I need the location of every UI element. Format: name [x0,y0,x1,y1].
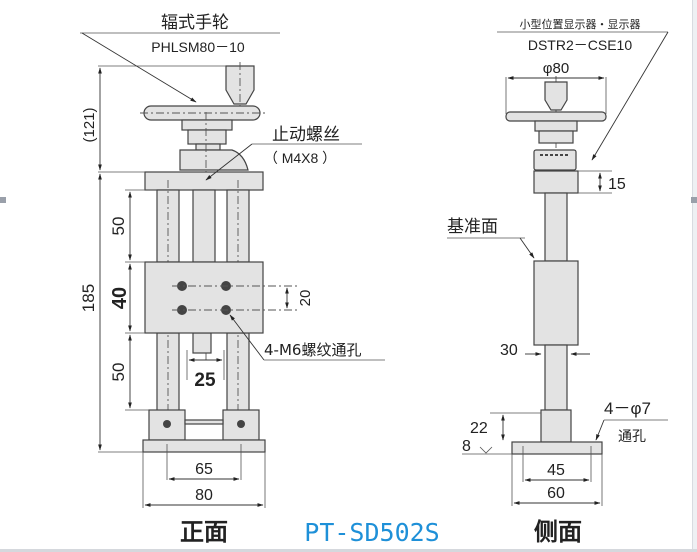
handwheel-label: 辐式手轮 [161,13,229,33]
reference-label: 基准面 [447,217,498,237]
dim-hole-pitch: 20 [297,290,314,307]
side-base-block [540,409,572,443]
front-view: (121) 185 50 40 50 20 25 65 80 [79,13,385,546]
mount-hole-count: 4－φ7 [604,399,651,418]
dim-column-width: 30 [500,342,518,359]
front-view-title: 正面 [180,518,228,546]
dim-upper-travel: 50 [109,217,128,236]
side-slide-block [533,260,579,346]
support-rod [184,419,224,425]
dim-base-hole-pitch: 65 [195,461,213,478]
wheel-hub-lower [187,129,227,145]
right-edge-handle [691,197,697,203]
handwheel-model: PHLSM80－10 [151,39,245,55]
indicator-model: DSTR2－CSE10 [528,37,632,53]
mount-holes [172,281,300,315]
bearing-housing [179,149,249,171]
hole-label: 4-M6螺纹通孔 [264,341,361,359]
side-hub [534,120,578,132]
side-wheel [505,111,607,122]
side-knob [544,81,568,111]
side-base-plate [511,441,603,455]
side-hub-lower [538,130,574,144]
right-edge-bar [692,0,697,552]
dim-base-plate-thickness: 8 [462,438,471,455]
indicator-block [533,170,579,194]
wheel-hub [181,119,233,131]
dim-wheel-diameter: φ80 [543,60,569,77]
dim-screw-width: 25 [194,370,216,391]
side-column-lower [544,344,568,411]
handwheel-bar [140,105,265,121]
dim-block-height: 40 [109,287,131,309]
side-view-title: 侧面 [534,518,582,546]
dim-lower-travel: 50 [109,363,128,382]
dim-indicator-height: 15 [608,176,626,193]
top-plate [144,171,264,191]
dim-side-hole-pitch: 45 [547,462,565,479]
position-indicator [533,149,577,171]
screw-end [192,332,212,354]
dim-height-ref: (121) [81,107,98,142]
wheel-neck [195,143,221,151]
dim-height-total: 185 [79,284,98,312]
mount-hole-label: 通孔 [618,429,646,445]
side-view: φ80 15 小型位置显示器・显示器 DSTR2－CSE10 基准面 30 22… [447,17,669,546]
bottom-edge-bar [0,549,697,552]
model-code: PT-SD502S [304,518,439,547]
dim-side-width: 60 [547,485,565,502]
indicator-label: 小型位置显示器・显示器 [520,17,641,31]
dim-base-width: 80 [195,487,213,504]
dim-base-block-height: 22 [470,420,488,437]
stop-screw-label: 止动螺丝 [272,125,340,145]
stop-screw-spec: （ M4X8 ） [264,150,336,166]
left-edge-handle [0,197,6,203]
base-plate [142,439,266,453]
handwheel-knob [225,62,255,108]
lead-screw [192,189,216,263]
side-column-upper [544,192,568,262]
slide-block [144,261,264,334]
